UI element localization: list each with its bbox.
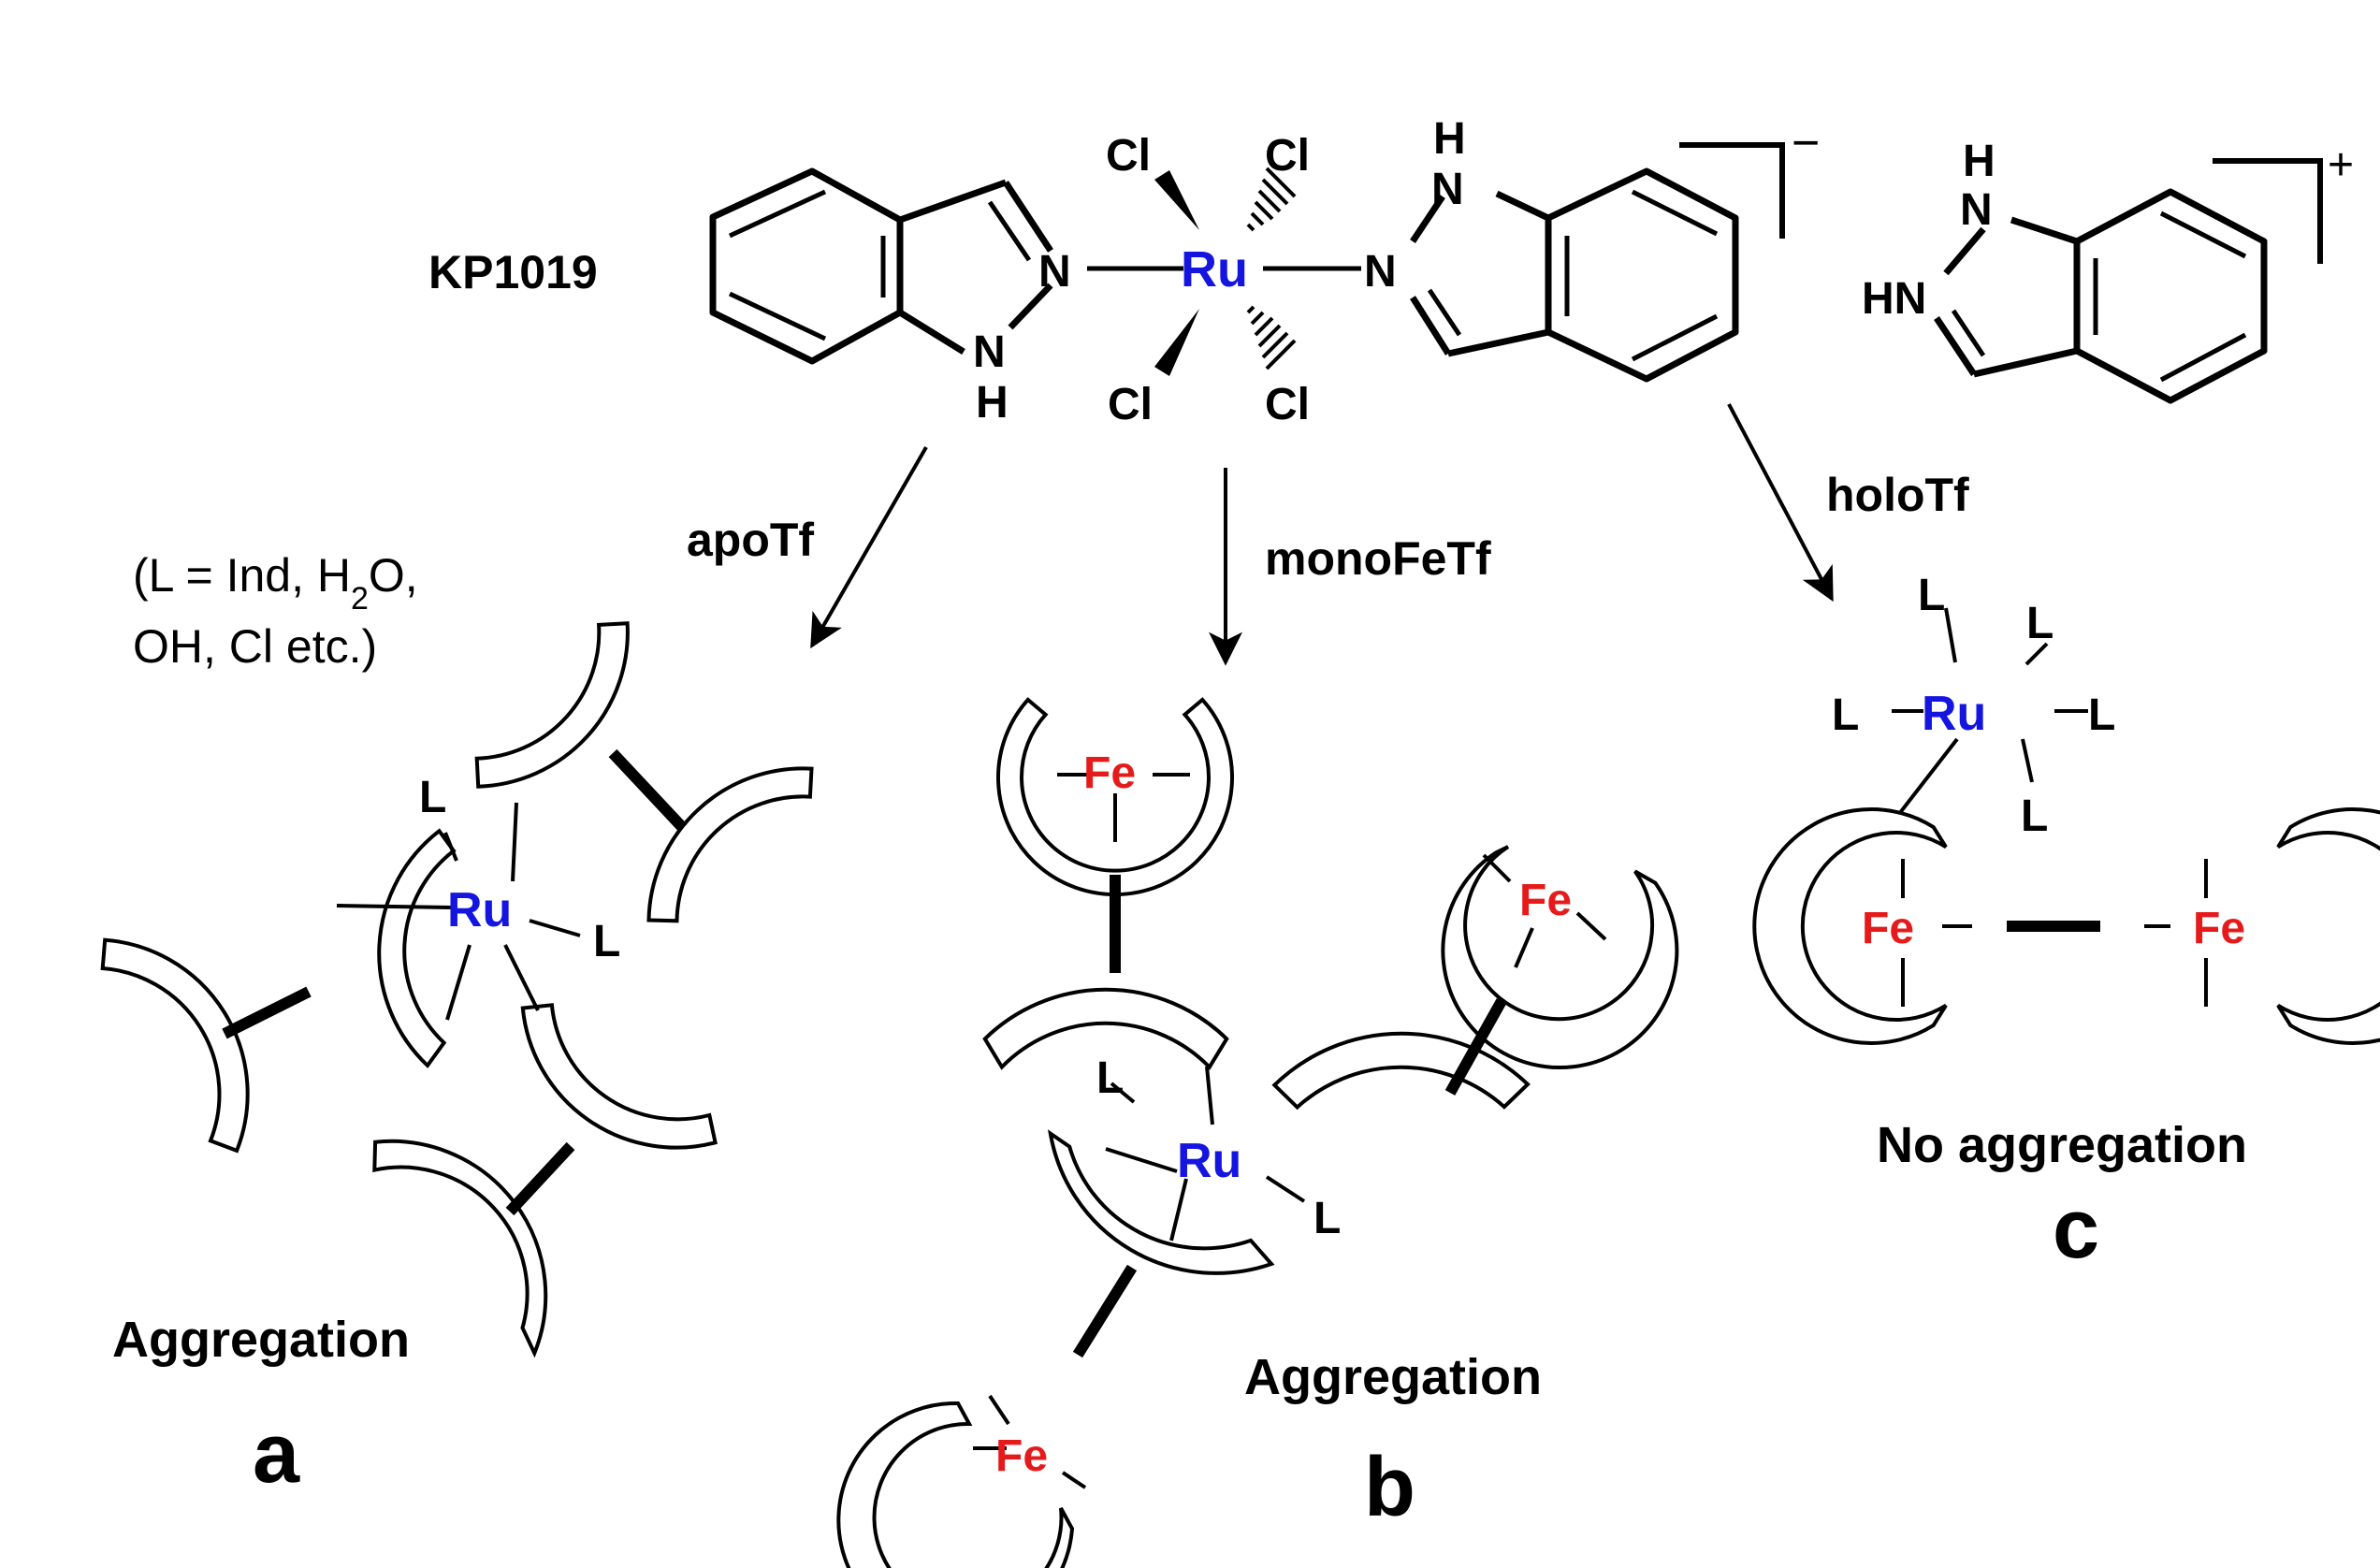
tf-lobe — [520, 1003, 718, 1150]
wedge-bond-cl-lower-left — [1154, 309, 1199, 376]
tf-lobe — [2276, 807, 2380, 1045]
tf-lobe — [474, 621, 630, 789]
ligand-legend-line1: (L = Ind, H2O, — [133, 549, 418, 617]
panel-b-letter: b — [1364, 1441, 1415, 1534]
panel-b-ligand: L — [1313, 1194, 1341, 1243]
panel-a-ru: Ru — [447, 883, 512, 937]
anion-charge: − — [1792, 116, 1820, 170]
panel-b-fe: Fe — [1083, 748, 1136, 798]
tf-lobe — [982, 987, 1229, 1070]
cl-upper-left: Cl — [1106, 131, 1151, 181]
panel-c-ligand: L — [2026, 599, 2053, 648]
panel-c-fe: Fe — [1862, 904, 1914, 953]
arrow-holotf — [1727, 403, 1834, 603]
counterion-hn: HN — [1862, 274, 1926, 324]
panel-a-ligand: L — [593, 917, 620, 966]
ru-center: Ru — [1181, 241, 1248, 298]
hash-bonds — [1246, 167, 1297, 370]
tf-lobe — [377, 828, 457, 1068]
panel-c-outcome: No aggregation — [1877, 1117, 2247, 1173]
panel-a — [100, 621, 814, 1358]
panel-b-fe: Fe — [1519, 876, 1572, 925]
right-indazole-h: H — [1433, 114, 1466, 164]
panel-b — [836, 697, 1679, 1568]
panel-c-letter: c — [2053, 1183, 2099, 1276]
compound-name: KP1019 — [428, 246, 598, 298]
left-indazole-n1: N — [973, 327, 1006, 377]
arrow-apotf — [810, 446, 928, 649]
wedge-bond-cl-upper-left — [1154, 170, 1199, 230]
tf-lobe — [1752, 807, 1948, 1045]
ligand-legend-line2: OH, Cl etc.) — [133, 620, 377, 673]
panel-b-outcome: Aggregation — [1244, 1349, 1542, 1405]
tf-lobe — [646, 766, 814, 923]
left-indazole-n2: N — [1038, 247, 1071, 297]
panel-a-ligand: L — [419, 773, 446, 822]
panel-c-ligand: L — [1918, 571, 1945, 620]
tf-lobe — [372, 1139, 548, 1358]
panel-a-letter: a — [253, 1407, 300, 1501]
tf-lobe — [836, 1401, 1075, 1568]
reaction-arrows — [810, 403, 1834, 666]
panel-c-ligand: L — [1832, 690, 1859, 740]
panel-b-ligand: L — [1096, 1053, 1124, 1103]
kp1019-structure: KP1019 N N H Ru Cl Cl — [428, 114, 1820, 429]
cl-lower-right: Cl — [1265, 380, 1310, 429]
tf-lobe — [996, 697, 1234, 897]
panel-c-ligand: L — [2021, 791, 2048, 841]
counterion-h-top: H — [1963, 137, 1995, 186]
tf-lobe — [100, 937, 250, 1154]
panel-a-outcome: Aggregation — [112, 1312, 410, 1368]
panel-c-fe: Fe — [2193, 904, 2245, 953]
indazolium-counterion: N H HN + — [1862, 137, 2354, 404]
left-indazole-h: H — [976, 378, 1009, 428]
cl-upper-right: Cl — [1265, 131, 1310, 181]
panel-c — [1752, 607, 2380, 1045]
right-indazole-n2: N — [1364, 247, 1397, 297]
right-indazole-n1: N — [1431, 165, 1464, 214]
panel-c-ru: Ru — [1922, 687, 1986, 741]
tf-lobe — [1271, 1031, 1531, 1111]
anion-bracket — [1679, 142, 1785, 239]
panel-c-ligand: L — [2088, 690, 2115, 740]
cation-charge: + — [2328, 140, 2354, 190]
tf-lobe — [1048, 1129, 1275, 1275]
panel-b-fe: Fe — [995, 1431, 1048, 1481]
counterion-n-top: N — [1960, 185, 1993, 235]
apotf-label: apoTf — [687, 514, 814, 566]
cation-bracket — [2213, 158, 2323, 264]
cl-lower-left: Cl — [1108, 380, 1153, 429]
monofetf-label: monoFeTf — [1265, 532, 1491, 585]
panel-b-ru: Ru — [1177, 1134, 1241, 1188]
holotf-label: holoTf — [1826, 469, 1969, 521]
right-indazole — [1263, 167, 1739, 383]
left-indazole — [709, 167, 1183, 365]
